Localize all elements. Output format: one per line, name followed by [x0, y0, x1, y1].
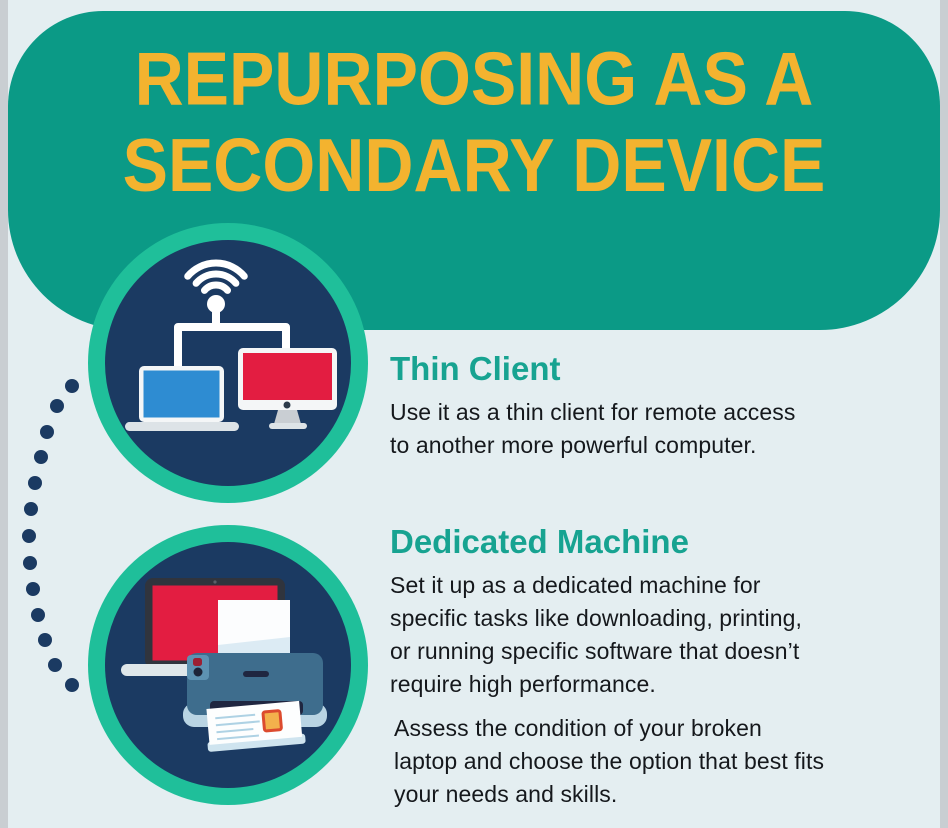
printed-page	[206, 700, 306, 752]
wifi-icon	[184, 259, 248, 294]
dedicated-machine-badge	[88, 525, 368, 805]
body-line: Use it as a thin client for remote acces…	[390, 399, 796, 425]
right-edge-strip	[940, 0, 948, 828]
laptop-icon	[125, 366, 239, 431]
network-connector-lines	[174, 309, 290, 373]
section-heading: Thin Client	[390, 350, 561, 387]
body-line: laptop and choose the option that best f…	[394, 748, 825, 774]
body-line: Assess the condition of your broken	[394, 715, 762, 741]
body-line: Set it up as a dedicated machine for	[390, 572, 761, 598]
laptop-printer-icon	[88, 525, 368, 805]
thin-client-badge	[88, 223, 368, 503]
page-title: REPURPOSING AS A SECONDARY DEVICE	[8, 36, 940, 210]
page-title-line-2: SECONDARY DEVICE	[122, 124, 826, 208]
closing-note: Assess the condition of your broken lapt…	[394, 712, 934, 811]
section-dedicated-machine: Dedicated Machine Set it up as a dedicat…	[390, 523, 930, 701]
printer-icon	[183, 653, 327, 752]
section-body: Set it up as a dedicated machine for spe…	[390, 569, 930, 701]
wifi-dot	[207, 295, 225, 313]
section-heading: Dedicated Machine	[390, 523, 689, 560]
body-line: to another more powerful computer.	[390, 432, 757, 458]
section-thin-client: Thin Client Use it as a thin client for …	[390, 350, 930, 462]
thin-client-network-icon	[88, 223, 368, 503]
body-line: specific tasks like downloading, printin…	[390, 605, 803, 631]
desktop-monitor-icon	[238, 348, 337, 429]
page-title-line-1: REPURPOSING AS A	[134, 37, 814, 121]
body-line: require high performance.	[390, 671, 656, 697]
left-edge-strip	[0, 0, 8, 828]
body-line: or running specific software that doesn’…	[390, 638, 800, 664]
dotted-arc-decoration	[22, 379, 79, 692]
body-line: your needs and skills.	[394, 781, 618, 807]
paper-sheet	[218, 600, 290, 658]
section-body: Use it as a thin client for remote acces…	[390, 396, 930, 462]
